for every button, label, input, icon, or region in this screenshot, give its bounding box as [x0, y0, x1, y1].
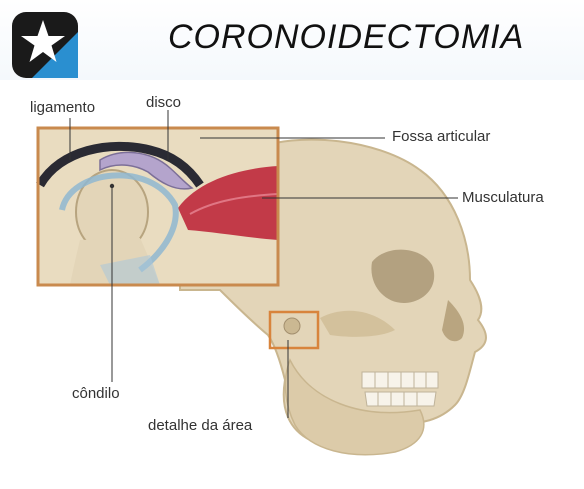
page-title: CORONOIDECTOMIA: [168, 18, 524, 57]
joint-inset: [38, 128, 278, 285]
label-condilo: côndilo: [72, 385, 120, 402]
star-logo-icon: [12, 12, 78, 78]
label-ligamento: ligamento: [30, 99, 95, 116]
label-detalhe-da-area: detalhe da área: [148, 417, 253, 434]
label-fossa-articular: Fossa articular: [392, 128, 490, 145]
header: CORONOIDECTOMIA: [0, 0, 584, 80]
label-musculatura: Musculatura: [462, 189, 544, 206]
label-disco: disco: [146, 94, 181, 111]
tmj-diagram: ligamento disco Fossa articular Musculat…: [0, 80, 584, 489]
